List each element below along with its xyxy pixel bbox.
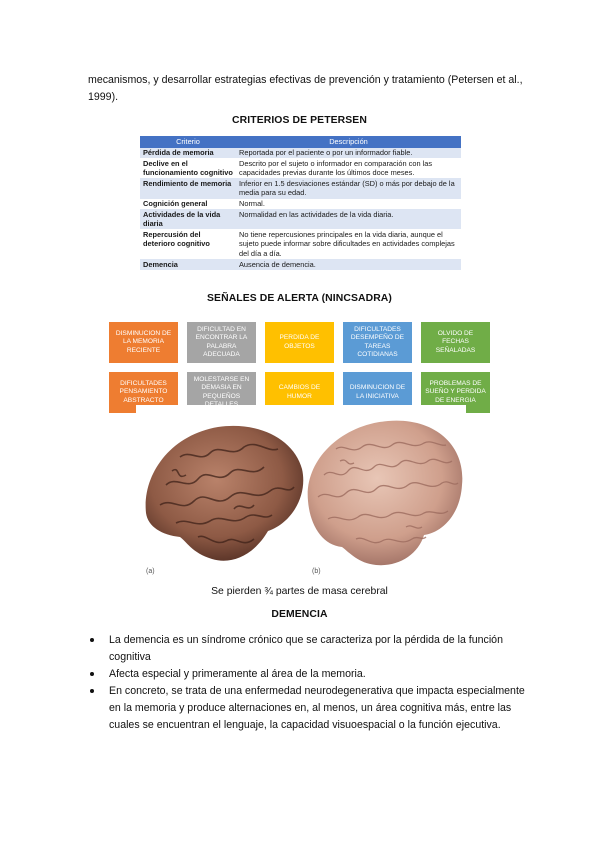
criterio-cell: Rendimiento de memoria bbox=[140, 178, 236, 199]
descripcion-cell: Ausencia de demencia. bbox=[236, 259, 461, 270]
header-descripcion: Descripción bbox=[236, 136, 461, 148]
figure-label-a: (a) bbox=[146, 568, 155, 575]
descripcion-cell: Inferior en 1.5 desviaciones estándar (S… bbox=[236, 178, 461, 199]
bullet-dot-icon bbox=[90, 689, 94, 693]
alert-sign-tile: Dificultad en encontrar la palabra adecu… bbox=[187, 322, 256, 363]
criterio-cell: Cognición general bbox=[140, 198, 236, 210]
descripcion-cell: Reportada por el paciente o por un infor… bbox=[236, 147, 461, 159]
descripcion-cell: Descrito por el sujeto o informador en c… bbox=[236, 158, 461, 179]
bullet-text: En concreto, se trata de una enfermedad … bbox=[109, 685, 525, 731]
descripcion-cell: No tiene repercusiones principales en la… bbox=[236, 229, 461, 260]
alert-signs-heading: SEÑALES DE ALERTA (NINCSADRA) bbox=[207, 293, 392, 304]
dementia-heading: DEMENCIA bbox=[271, 609, 328, 620]
descripcion-cell: Normalidad en las actividades de la vida… bbox=[236, 209, 461, 230]
criterio-cell: Repercusión del deterioro cognitivo bbox=[140, 229, 236, 260]
criterio-cell: Actividades de la vida diaria bbox=[140, 209, 236, 230]
criterio-cell: Demencia bbox=[140, 259, 236, 270]
figure-caption: Se pierden ¾ partes de masa cerebral bbox=[211, 586, 388, 597]
alert-sign-tile: Disminucion de la memoria reciente bbox=[109, 322, 178, 363]
bullet-dot-icon bbox=[90, 638, 94, 642]
brain-comparison-figure: (a) (b) bbox=[136, 405, 466, 581]
atrophied-brain-a bbox=[145, 425, 304, 561]
criterio-cell: Declive en el funcionamiento cognitivo bbox=[140, 158, 236, 179]
alert-sign-tile: Olvido de fechas señaladas bbox=[421, 322, 490, 363]
intro-paragraph: mecanismos, y desarrollar estrategias ef… bbox=[88, 74, 523, 103]
table-header-row: Criterio Descripción bbox=[140, 136, 461, 148]
figure-label-b: (b) bbox=[312, 568, 321, 575]
list-item: La demencia es un síndrome crónico que s… bbox=[88, 632, 528, 666]
list-item: En concreto, se trata de una enfermedad … bbox=[88, 683, 528, 734]
criterio-cell: Pérdida de memoria bbox=[140, 147, 236, 159]
normal-brain-b bbox=[307, 420, 463, 566]
list-item: Afecta especial y primeramente al área d… bbox=[88, 666, 528, 683]
alert-sign-tile: Dificultades desempeño de tareas cotidia… bbox=[343, 322, 412, 363]
alert-signs-grid: Disminucion de la memoria recienteDificu… bbox=[109, 322, 492, 414]
descripcion-cell: Normal. bbox=[236, 198, 461, 210]
petersen-heading: CRITERIOS DE PETERSEN bbox=[232, 115, 367, 126]
alert-sign-tile: Perdida de objetos bbox=[265, 322, 334, 363]
bullet-dot-icon bbox=[90, 672, 94, 676]
brain-comparison-image: (a) (b) bbox=[136, 405, 466, 581]
bullet-text: Afecta especial y primeramente al área d… bbox=[109, 668, 366, 680]
dementia-bullet-list: La demencia es un síndrome crónico que s… bbox=[88, 632, 528, 734]
header-criterio: Criterio bbox=[140, 136, 236, 148]
bullet-text: La demencia es un síndrome crónico que s… bbox=[109, 634, 503, 663]
